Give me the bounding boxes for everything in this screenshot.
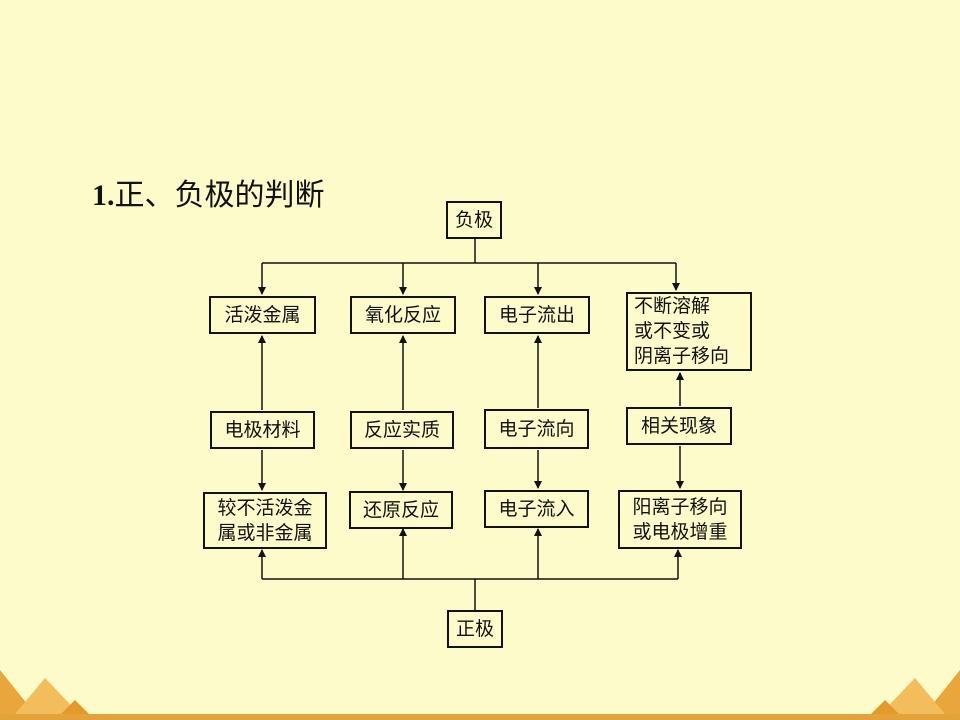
node-neg-electron: 电子流出 xyxy=(484,296,590,334)
corner-decoration-left xyxy=(0,670,95,720)
node-negative: 负极 xyxy=(446,201,502,239)
corner-decoration-right xyxy=(865,670,960,720)
node-pos-material: 较不活泼金 属或非金属 xyxy=(203,492,327,549)
node-pos-reaction: 还原反应 xyxy=(349,491,453,529)
node-positive: 正极 xyxy=(447,610,503,648)
node-pos-phenomenon: 阳离子移向 或电极增重 xyxy=(618,490,742,549)
bottom-band xyxy=(0,714,960,720)
node-neg-reaction: 氧化反应 xyxy=(350,296,456,334)
node-neg-phenomenon: 不断溶解 或不变或 阴离子移向 xyxy=(626,292,752,371)
node-category-electron: 电子流向 xyxy=(484,409,589,449)
node-category-material: 电极材料 xyxy=(210,411,315,449)
node-category-reaction: 反应实质 xyxy=(350,411,454,449)
node-pos-electron: 电子流入 xyxy=(484,490,589,528)
node-neg-material: 活泼金属 xyxy=(209,296,316,334)
page-title: 1.正、负极的判断 xyxy=(92,178,325,213)
node-category-phenomenon: 相关现象 xyxy=(626,407,732,445)
